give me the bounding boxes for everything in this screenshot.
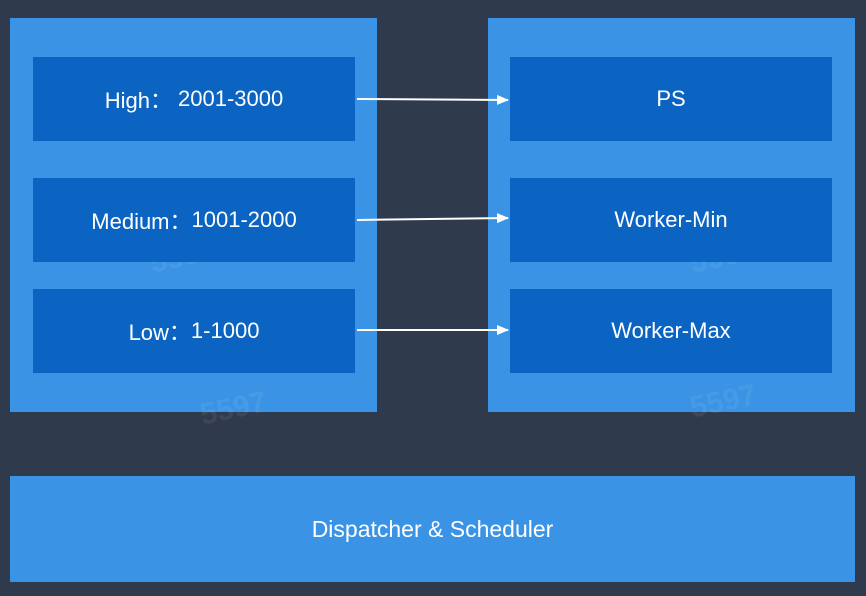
priority-range: 1-1000 <box>190 318 260 343</box>
role-label: Worker-Min <box>614 207 728 232</box>
priority-box-low: Low：1-1000 <box>33 289 355 373</box>
dispatcher-scheduler-bar: Dispatcher & Scheduler <box>10 476 855 582</box>
arrow-medium-to-worker-min <box>356 213 509 224</box>
priority-box-medium: Medium：1001-2000 <box>33 178 355 262</box>
role-box-ps: PS <box>510 57 832 141</box>
role-label: PS <box>656 86 686 111</box>
role-box-worker-min: Worker-Min <box>510 178 832 262</box>
priority-name: Low： <box>128 320 191 345</box>
priority-box-high: High：2001-3000 <box>33 57 355 141</box>
priority-range: 2001-3000 <box>178 86 284 111</box>
priority-name: Medium： <box>91 209 192 234</box>
arrow-high-to-ps <box>356 94 509 105</box>
role-label: Worker-Max <box>611 318 731 343</box>
dispatcher-label: Dispatcher & Scheduler <box>311 515 554 542</box>
role-box-worker-max: Worker-Max <box>510 289 832 373</box>
priority-name: High： <box>104 88 173 113</box>
priority-range: 1001-2000 <box>191 207 297 232</box>
